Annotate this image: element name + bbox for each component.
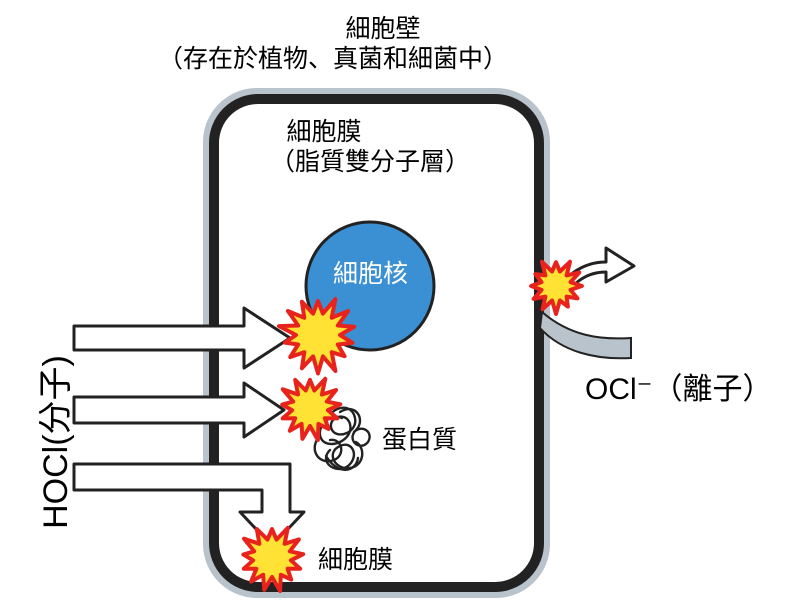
hocl-label: HOCl(分子) [37, 355, 75, 529]
burst-bottom-membrane-icon [241, 525, 306, 593]
nucleus-label: 細胞核 [333, 259, 409, 288]
membrane-note: （脂質雙分子層） [270, 147, 471, 176]
burst-protein-icon [280, 376, 343, 442]
hocl-arrow-1 [72, 306, 292, 370]
burst-nucleus-icon [277, 297, 357, 376]
protein-label: 蛋白質 [382, 425, 458, 454]
membrane-label: 細胞膜 [286, 117, 362, 146]
membrane-bottom-label: 細胞膜 [318, 545, 394, 574]
cell-wall-label: 細胞壁 [345, 14, 421, 43]
ocl-label: OCl⁻（離子） [585, 373, 773, 406]
burst-ocl-exit-icon [529, 259, 584, 316]
cell-wall-note: （存在於植物、真菌和細菌中） [158, 44, 509, 73]
burst-group [241, 259, 584, 593]
hocl-arrow-2 [72, 381, 286, 439]
